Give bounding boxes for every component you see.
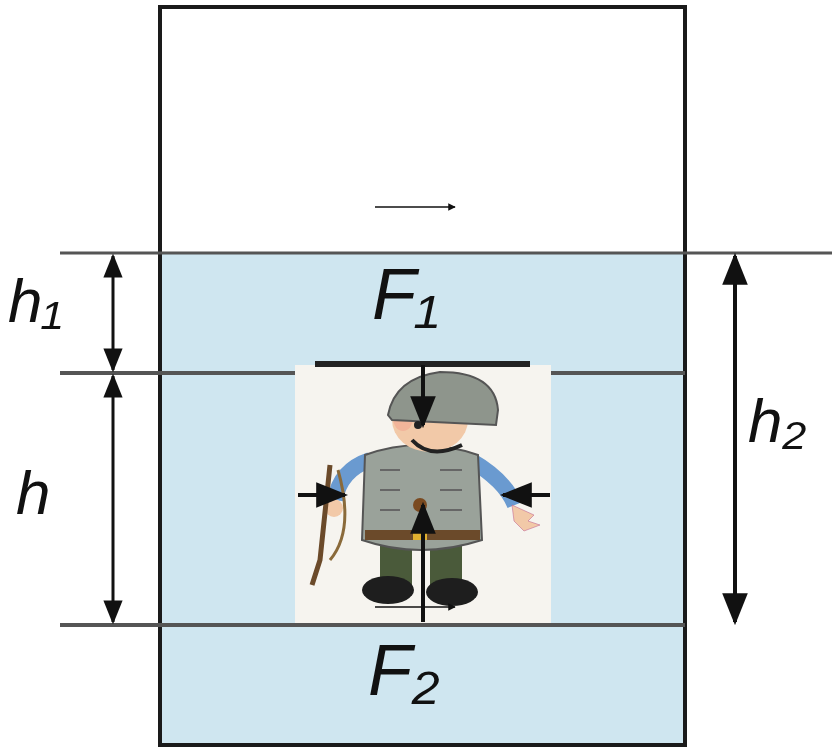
soldier-picture [295,361,551,623]
level-line [60,623,685,627]
level-line [60,252,832,255]
force-label: F₁ [372,258,439,330]
dimension-arrow [733,256,737,622]
dimension-label: h [16,462,50,524]
dimension-label: h₂ [748,390,806,452]
dimension-arrow [112,256,115,370]
force-label: F₂ [368,634,439,706]
dimension-label: h₁ [8,270,62,332]
force-arrows [298,365,550,622]
dimension-arrow [112,376,115,622]
vector-sign [375,606,455,608]
water [160,253,685,745]
vessel [160,7,685,745]
vector-sign [375,206,455,208]
